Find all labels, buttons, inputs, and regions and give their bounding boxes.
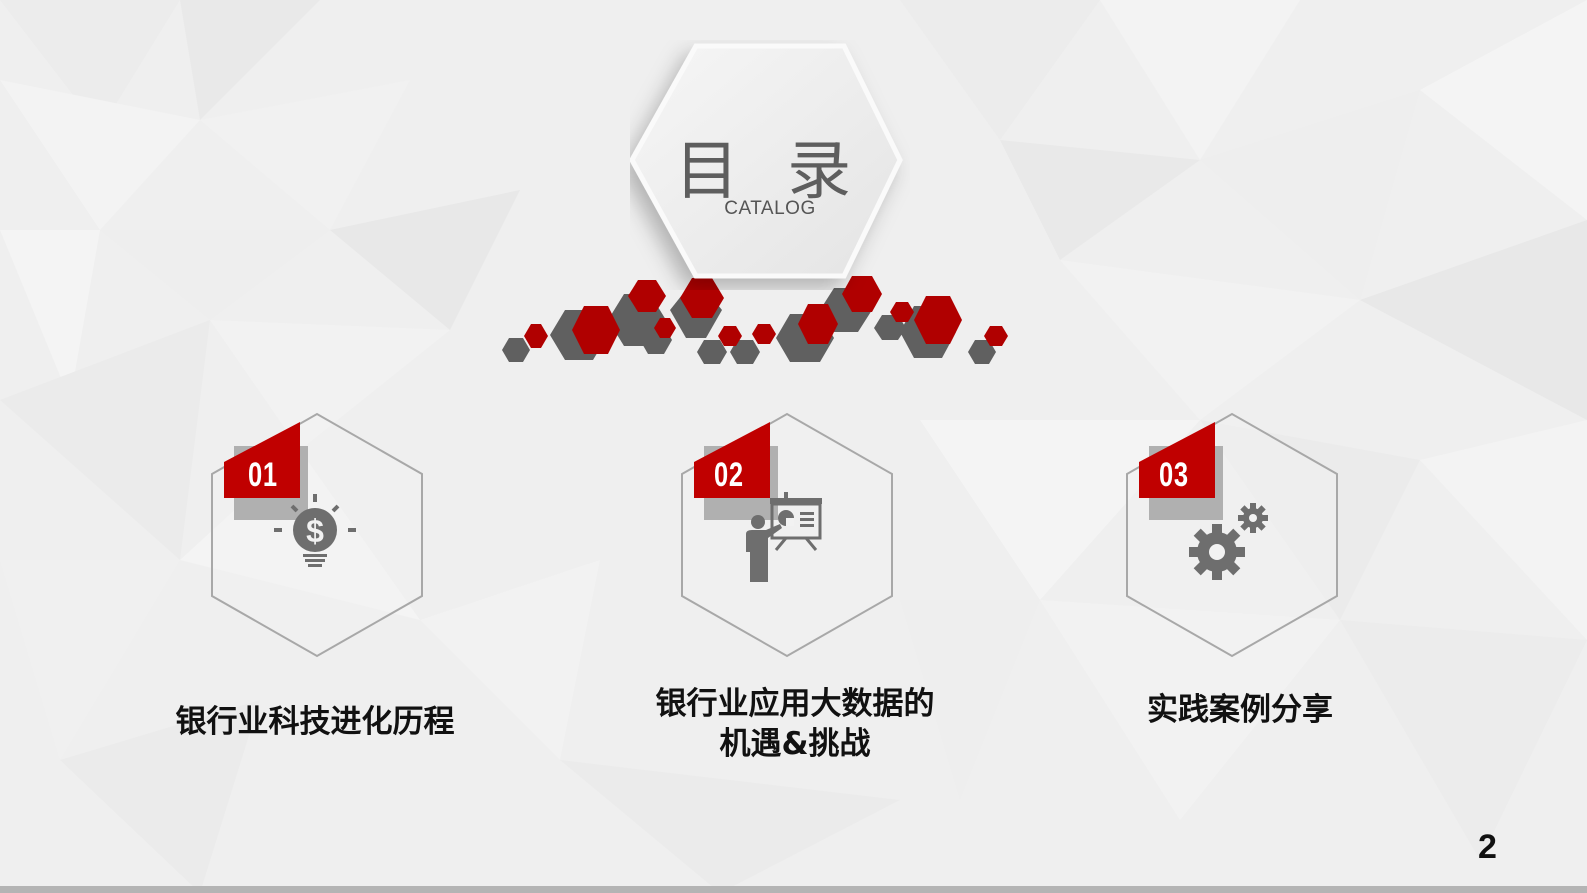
money-lightbulb-icon: $ — [274, 494, 356, 567]
item-number: 02 — [714, 456, 744, 494]
item-2-caption[interactable]: 银行业应用大数据的 机遇&挑战 — [630, 684, 960, 764]
item-1-caption[interactable]: 银行业科技进化历程 — [150, 702, 480, 742]
number-badge — [694, 422, 778, 520]
catalog-item-1[interactable]: 01 $ — [210, 412, 425, 662]
catalog-item-3[interactable]: 03 — [1125, 412, 1340, 662]
caption-line-1: 银行业应用大数据的 — [655, 686, 935, 722]
caption-line-2: 机遇&挑战 — [719, 726, 871, 762]
gears-icon — [1189, 503, 1268, 580]
item-number: 01 — [248, 456, 278, 494]
caption-line-1: 实践案例分享 — [1147, 692, 1333, 728]
number-badge — [1139, 422, 1223, 520]
title-chinese: 目 录 — [674, 135, 866, 209]
caption-line-1: 银行业科技进化历程 — [175, 704, 455, 740]
item-number: 03 — [1159, 456, 1189, 494]
decorative-hexagon-cluster — [502, 276, 1008, 364]
catalog-title-hexagon: 目 录 CATALOG — [630, 40, 910, 290]
item-3-caption[interactable]: 实践案例分享 — [1110, 690, 1370, 730]
presenter-board-icon — [746, 492, 822, 582]
title-english: CATALOG — [724, 198, 816, 219]
catalog-item-2[interactable]: 02 — [680, 412, 895, 662]
bottom-bar — [0, 886, 1587, 893]
page-number: 2 — [1478, 828, 1497, 866]
title-hexagon-shape — [630, 43, 903, 279]
svg-text:$: $ — [306, 513, 324, 549]
